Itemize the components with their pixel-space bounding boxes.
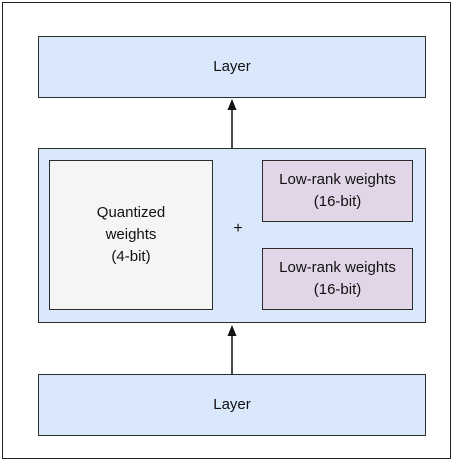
top-layer-label: Layer [213,58,251,75]
plus-operator: + [233,220,243,237]
lowrank-weights-box-2: Low-rank weights (16-bit) [262,248,413,310]
top-layer-box: Layer [38,36,426,98]
quantized-weights-box: Quantized weights (4-bit) [49,160,213,310]
lowrank-1-line-2: (16-bit) [313,193,362,210]
lowrank-1-line-1: Low-rank weights [279,171,396,188]
quantized-line-1: Quantized [96,204,166,221]
bottom-layer-label: Layer [213,396,251,413]
quantized-line-2: weights [105,226,157,243]
lowrank-2-line-1: Low-rank weights [279,259,396,276]
quantized-line-3: (4-bit) [111,248,151,265]
lower-arrow [227,325,237,374]
bottom-layer-box: Layer [38,374,426,436]
upper-arrow [227,99,237,148]
lowrank-weights-box-1: Low-rank weights (16-bit) [262,160,413,222]
lowrank-2-line-2: (16-bit) [313,281,362,298]
